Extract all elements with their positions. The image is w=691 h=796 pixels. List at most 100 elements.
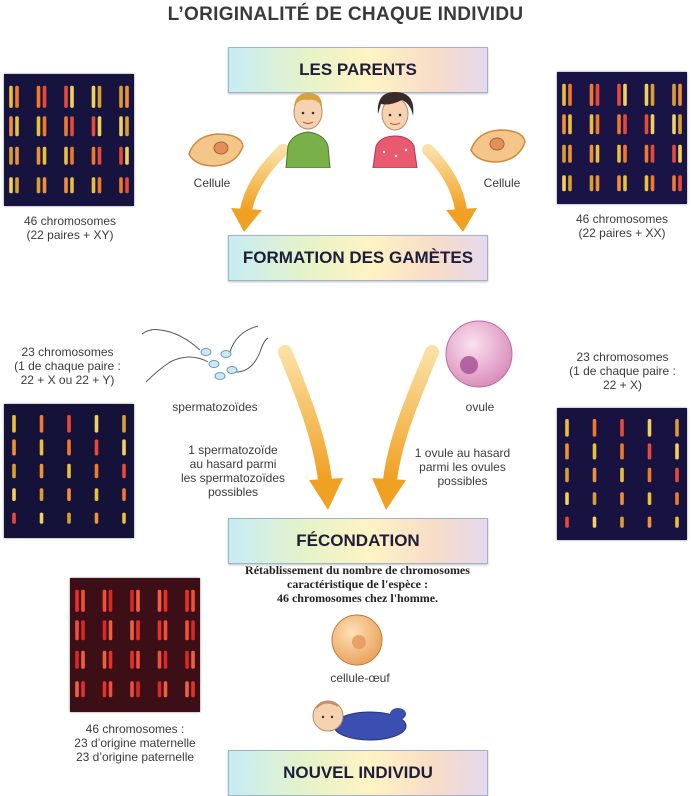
- chromosome: [81, 620, 85, 641]
- chromosome: [647, 492, 652, 505]
- chromosome: [620, 492, 624, 505]
- chromosome: [644, 83, 649, 106]
- ovum-choice-line2: parmi les ovules: [419, 460, 506, 474]
- chromosome: [592, 516, 597, 528]
- chromosome: [678, 83, 682, 106]
- chromosome: [9, 116, 13, 137]
- chromosome: [64, 116, 68, 137]
- chromosome: [102, 620, 107, 641]
- father-karyotype-image: [4, 74, 134, 206]
- sperm-choice-line2: au hasard parmi: [189, 457, 277, 471]
- chromosome: [42, 177, 47, 194]
- chromosome: [119, 146, 123, 165]
- chromosome: [592, 418, 597, 437]
- chromosome: [108, 681, 113, 698]
- stage-fecondation: FÉCONDATION: [228, 518, 488, 564]
- chromosome: [589, 83, 594, 106]
- chromosome: [191, 620, 195, 641]
- sperm-karyotype-image: [4, 404, 134, 538]
- chromosome: [42, 116, 47, 137]
- chromosome: [119, 177, 123, 194]
- chromosome: [644, 175, 649, 192]
- chromosome: [191, 681, 195, 698]
- chromosome: [70, 177, 74, 194]
- chromosome: [97, 146, 102, 165]
- chromosome: [675, 516, 679, 528]
- chromosome: [67, 512, 71, 524]
- chromosome: [562, 114, 566, 135]
- chromosome: [39, 512, 44, 524]
- chromosome: [620, 516, 624, 528]
- chromosome: [672, 83, 676, 106]
- chromosome: [97, 85, 102, 108]
- spermatozoa-label: spermatozoïdes: [172, 400, 258, 414]
- chromosome: [650, 83, 655, 106]
- chromosome: [75, 650, 79, 669]
- chromosome: [67, 488, 71, 501]
- chromosome: [650, 114, 655, 135]
- chromosome: [9, 177, 13, 194]
- chromosome: [620, 443, 624, 460]
- mother-karyotype-line2: (22 paires + XX): [578, 226, 666, 240]
- chromosome: [91, 116, 96, 137]
- chromosome: [644, 144, 649, 163]
- chromosome: [81, 650, 85, 669]
- chromosome: [136, 650, 140, 669]
- chromosome: [562, 83, 566, 106]
- chromosome: [130, 620, 134, 641]
- chromosome: [565, 516, 569, 528]
- chromosome: [94, 512, 99, 524]
- chromosome: [595, 144, 600, 163]
- arrow-left-fecondation: [278, 345, 343, 510]
- chromosome: [64, 85, 68, 108]
- chromosome: [94, 488, 99, 501]
- chromosome: [75, 620, 79, 641]
- chromosome: [647, 443, 652, 460]
- chromosome: [39, 414, 44, 433]
- chromosome: [185, 650, 189, 669]
- ovum-illustration: [445, 320, 513, 388]
- chromosome: [562, 144, 566, 163]
- chromosome: [595, 114, 600, 135]
- chromosome: [617, 114, 621, 135]
- chromosome: [650, 175, 655, 192]
- chromosome: [650, 144, 655, 163]
- chromosome: [125, 85, 129, 108]
- stage-gametes: FORMATION DES GAMÈTES: [228, 235, 488, 281]
- chromosome: [97, 116, 102, 137]
- child-karyotype-line3: 23 d’origine paternelle: [75, 750, 195, 764]
- sperm-karyotype-line3: 22 + X ou 22 + Y): [20, 373, 115, 387]
- chromosome: [39, 488, 44, 501]
- egg-cell-illustration: [331, 614, 383, 666]
- baby-illustration: [312, 700, 407, 741]
- chromosome: [9, 85, 13, 108]
- chromosome: [125, 146, 129, 165]
- chromosome: [97, 177, 102, 194]
- restore-line3: 46 chromosomes chez l'homme.: [276, 591, 439, 605]
- chromosome: [185, 589, 189, 612]
- chromosome: [672, 175, 676, 192]
- chromosome: [647, 516, 652, 528]
- chromosome: [12, 414, 16, 433]
- chromosome: [39, 463, 44, 479]
- cell-right-label: Cellule: [483, 176, 521, 190]
- page-title: L’ORIGINALITÉ DE CHAQUE INDIVIDU: [167, 4, 524, 25]
- chromosome: [623, 144, 627, 163]
- chromosome: [678, 114, 682, 135]
- mother-karyotype-image: [557, 72, 687, 204]
- chromosome: [675, 492, 679, 505]
- chromosome: [617, 83, 621, 106]
- restore-line2: caractéristique de l'espèce :: [287, 577, 428, 591]
- chromosome: [568, 175, 572, 192]
- chromosome: [568, 144, 572, 163]
- sperm-karyotype-line2: (1 de chaque paire :: [14, 359, 121, 373]
- ovum-choice-line1: 1 ovule au hasard: [414, 446, 511, 460]
- chromosome: [675, 418, 679, 437]
- chromosome: [15, 85, 19, 108]
- chromosome: [672, 114, 676, 135]
- chromosome: [136, 620, 140, 641]
- father-karyotype-line1: 46 chromosomes: [23, 214, 117, 228]
- ovum-label: ovule: [465, 400, 495, 414]
- chromosome: [163, 681, 168, 698]
